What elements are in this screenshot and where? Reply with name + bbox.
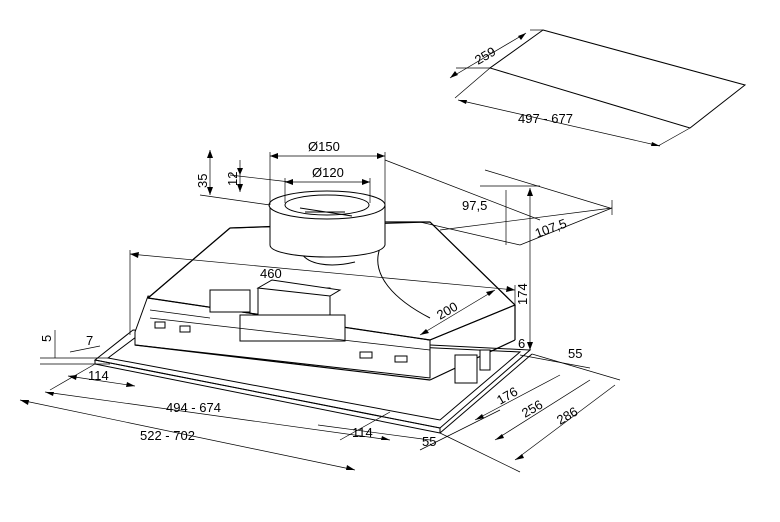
label-flange-5: 5 — [39, 335, 54, 342]
label-cutout-width: 497 - 677 — [518, 111, 573, 126]
label-height-174: 174 — [515, 283, 530, 305]
cutout-panel — [449, 29, 747, 147]
label-duct-inner: Ø120 — [312, 165, 344, 180]
label-flange-7: 7 — [86, 333, 93, 348]
label-height-35: 35 — [195, 174, 210, 188]
label-side-55-right: 55 — [568, 346, 582, 361]
label-depth-176: 176 — [494, 384, 520, 408]
label-depth-256: 256 — [519, 397, 545, 421]
label-duct-outer: Ø150 — [308, 139, 340, 154]
label-side-114-left: 114 — [88, 368, 109, 383]
label-width-522-702: 522 - 702 — [140, 428, 195, 443]
label-cutout-depth: 259 — [472, 44, 498, 68]
label-flange-6: 6 — [518, 336, 525, 351]
duct-collar — [268, 190, 386, 258]
label-offset-97-5: 97,5 — [462, 198, 487, 213]
dimension-lines — [19, 150, 621, 473]
label-side-114-bottom: 114 — [352, 425, 373, 440]
label-depth-286: 286 — [554, 404, 580, 428]
label-side-55-bottom: 55 — [422, 434, 436, 449]
label-height-12: 12 — [225, 172, 240, 186]
label-width-494-674: 494 - 674 — [166, 400, 221, 415]
label-body-width: 460 — [260, 266, 282, 281]
